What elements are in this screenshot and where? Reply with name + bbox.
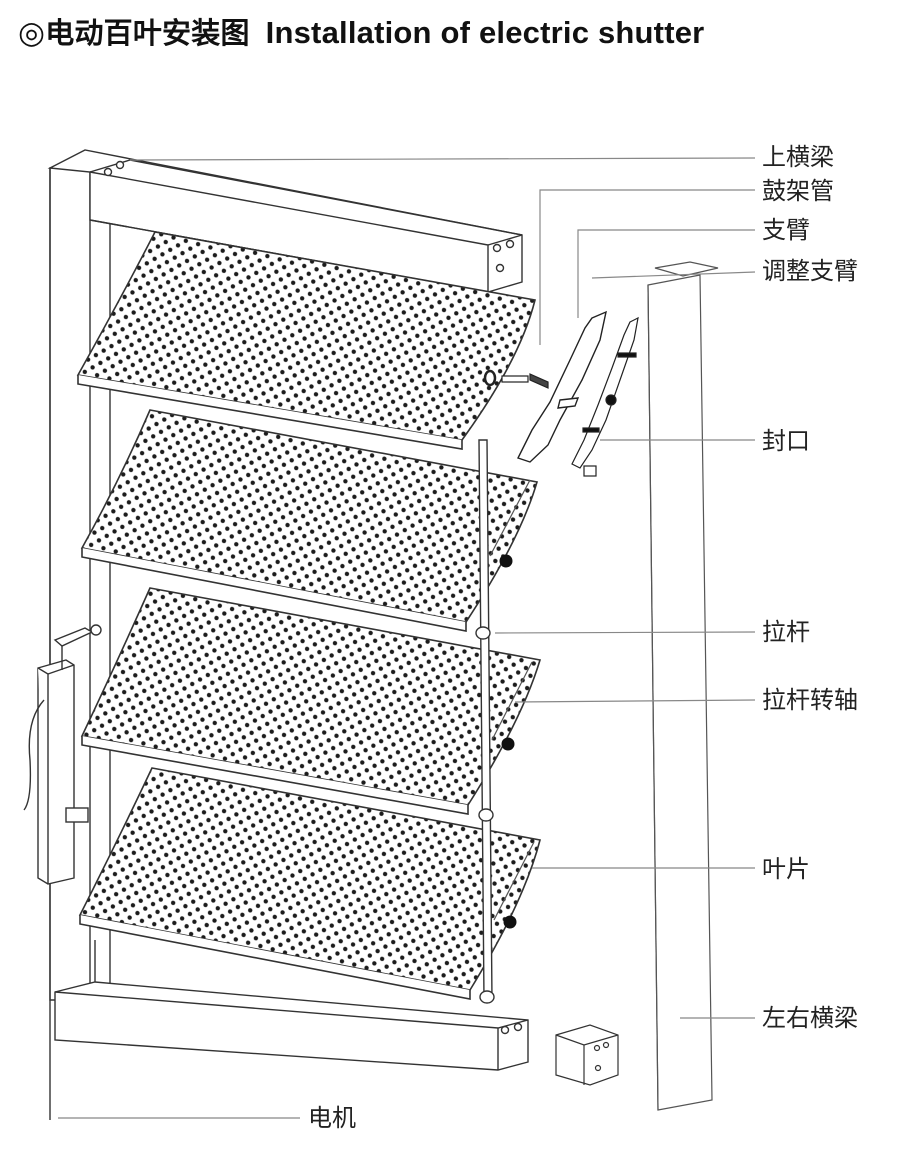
blade-2 [80, 409, 539, 632]
pull-rod [475, 439, 495, 1004]
label-seal-cap: 封口 [762, 427, 810, 455]
label-pull-rod: 拉杆 [762, 618, 810, 646]
label-blade: 叶片 [762, 855, 810, 883]
blade-1 [76, 231, 536, 450]
label-side-beam: 左右横梁 [762, 1004, 858, 1032]
label-top-beam: 上横梁 [762, 143, 834, 171]
pivot-knobs [489, 479, 535, 929]
title-symbol: ◎ [18, 15, 46, 50]
right-side-beam [647, 261, 719, 1111]
blade-4 [78, 767, 541, 1000]
label-support-arm: 支臂 [762, 216, 810, 244]
title-english: Installation of electric shutter [265, 15, 705, 50]
drum-tube-bolt [483, 369, 549, 389]
blade-3 [80, 587, 542, 815]
motor [23, 624, 102, 885]
bottom-beam [54, 940, 529, 1071]
label-motor: 电机 [308, 1104, 356, 1132]
title-chinese: 电动百叶安装图 [45, 16, 250, 50]
label-pull-rod-pivot: 拉杆转轴 [762, 686, 858, 714]
adjust-arm-part [571, 316, 639, 477]
support-arm-part [517, 310, 607, 463]
label-adjust-arm: 调整支臂 [762, 257, 858, 285]
page-title: ◎电动百叶安装图 Installation of electric shutter [18, 10, 704, 52]
seal-bracket [555, 1024, 619, 1086]
label-drum-tube: 鼓架管 [762, 177, 834, 205]
leader-lines [58, 157, 756, 1119]
